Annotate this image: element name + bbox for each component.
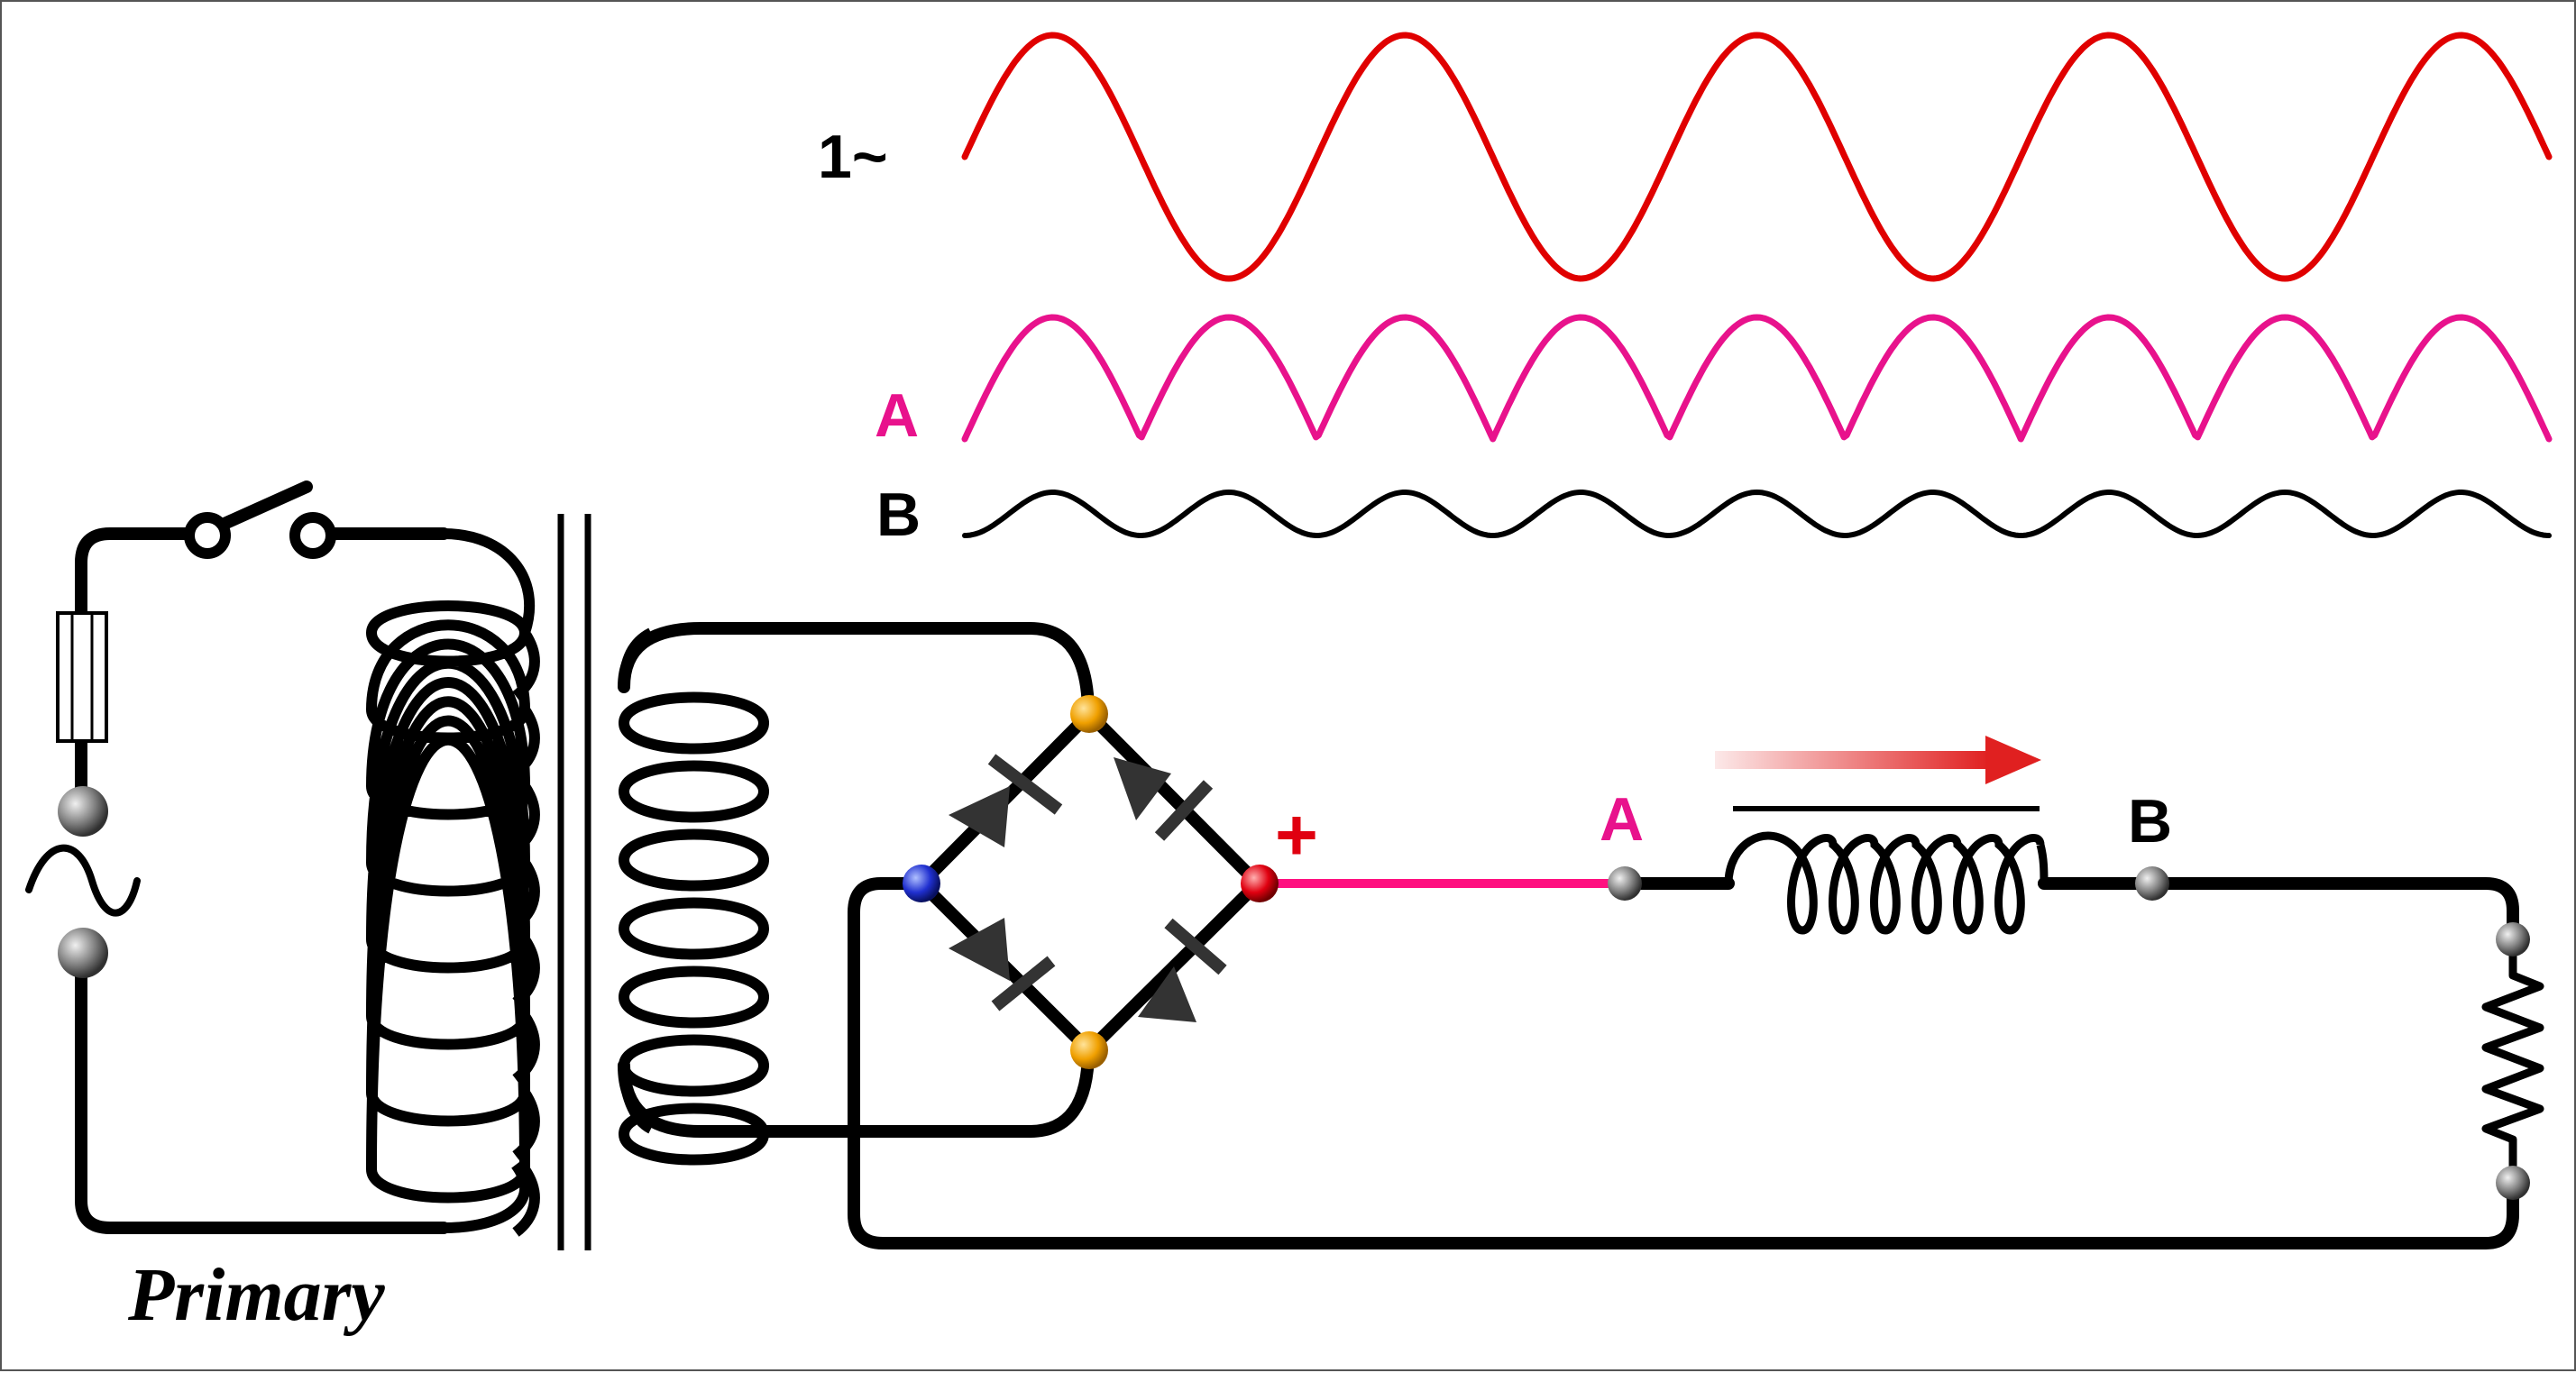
current-arrow-icon bbox=[1715, 736, 2041, 784]
fuse-icon bbox=[56, 611, 108, 743]
ac-trace-label: 1~ bbox=[818, 123, 888, 191]
primary-winding-icon bbox=[366, 528, 540, 1237]
secondary-bottom-wire bbox=[618, 1044, 1095, 1138]
secondary-winding-icon bbox=[619, 627, 770, 1166]
bridge-node-bottom bbox=[1070, 1031, 1108, 1069]
bridge-node-top bbox=[1070, 695, 1108, 733]
resistor-terminal-top bbox=[2496, 922, 2530, 957]
primary-label: Primary bbox=[127, 1253, 385, 1337]
point-b-label: B bbox=[2128, 787, 2172, 856]
ac-waveform bbox=[961, 32, 2553, 282]
load-wire bbox=[2038, 877, 2519, 946]
diode-icon bbox=[1138, 918, 1227, 1022]
test-point-a bbox=[1608, 866, 1642, 901]
ac-terminal-bottom bbox=[58, 928, 108, 978]
bridge-rectifier bbox=[915, 708, 1264, 1057]
resistor-terminal-bottom bbox=[2496, 1166, 2530, 1200]
diode-icon bbox=[949, 754, 1063, 847]
ac-source-icon bbox=[25, 844, 141, 917]
positive-node bbox=[1241, 865, 1279, 902]
diode-icon bbox=[949, 918, 1056, 1011]
secondary-top-wire bbox=[618, 622, 1095, 720]
smoothed-waveform-b bbox=[962, 489, 2552, 539]
test-point-b bbox=[2135, 866, 2169, 901]
negative-node bbox=[903, 865, 940, 902]
rectified-waveform-a bbox=[961, 314, 2553, 443]
resistor-icon bbox=[2481, 939, 2544, 1183]
diode-icon bbox=[1114, 757, 1214, 841]
trace-b-label: B bbox=[876, 481, 921, 549]
trace-a-label: A bbox=[875, 381, 919, 450]
point-a-label: A bbox=[1600, 785, 1644, 854]
positive-sign: + bbox=[1275, 794, 1318, 876]
negative-return-wire bbox=[848, 877, 2519, 1249]
inductor-icon bbox=[1724, 831, 2049, 935]
switch-icon[interactable] bbox=[184, 481, 336, 559]
ac-terminal-top bbox=[58, 786, 108, 837]
